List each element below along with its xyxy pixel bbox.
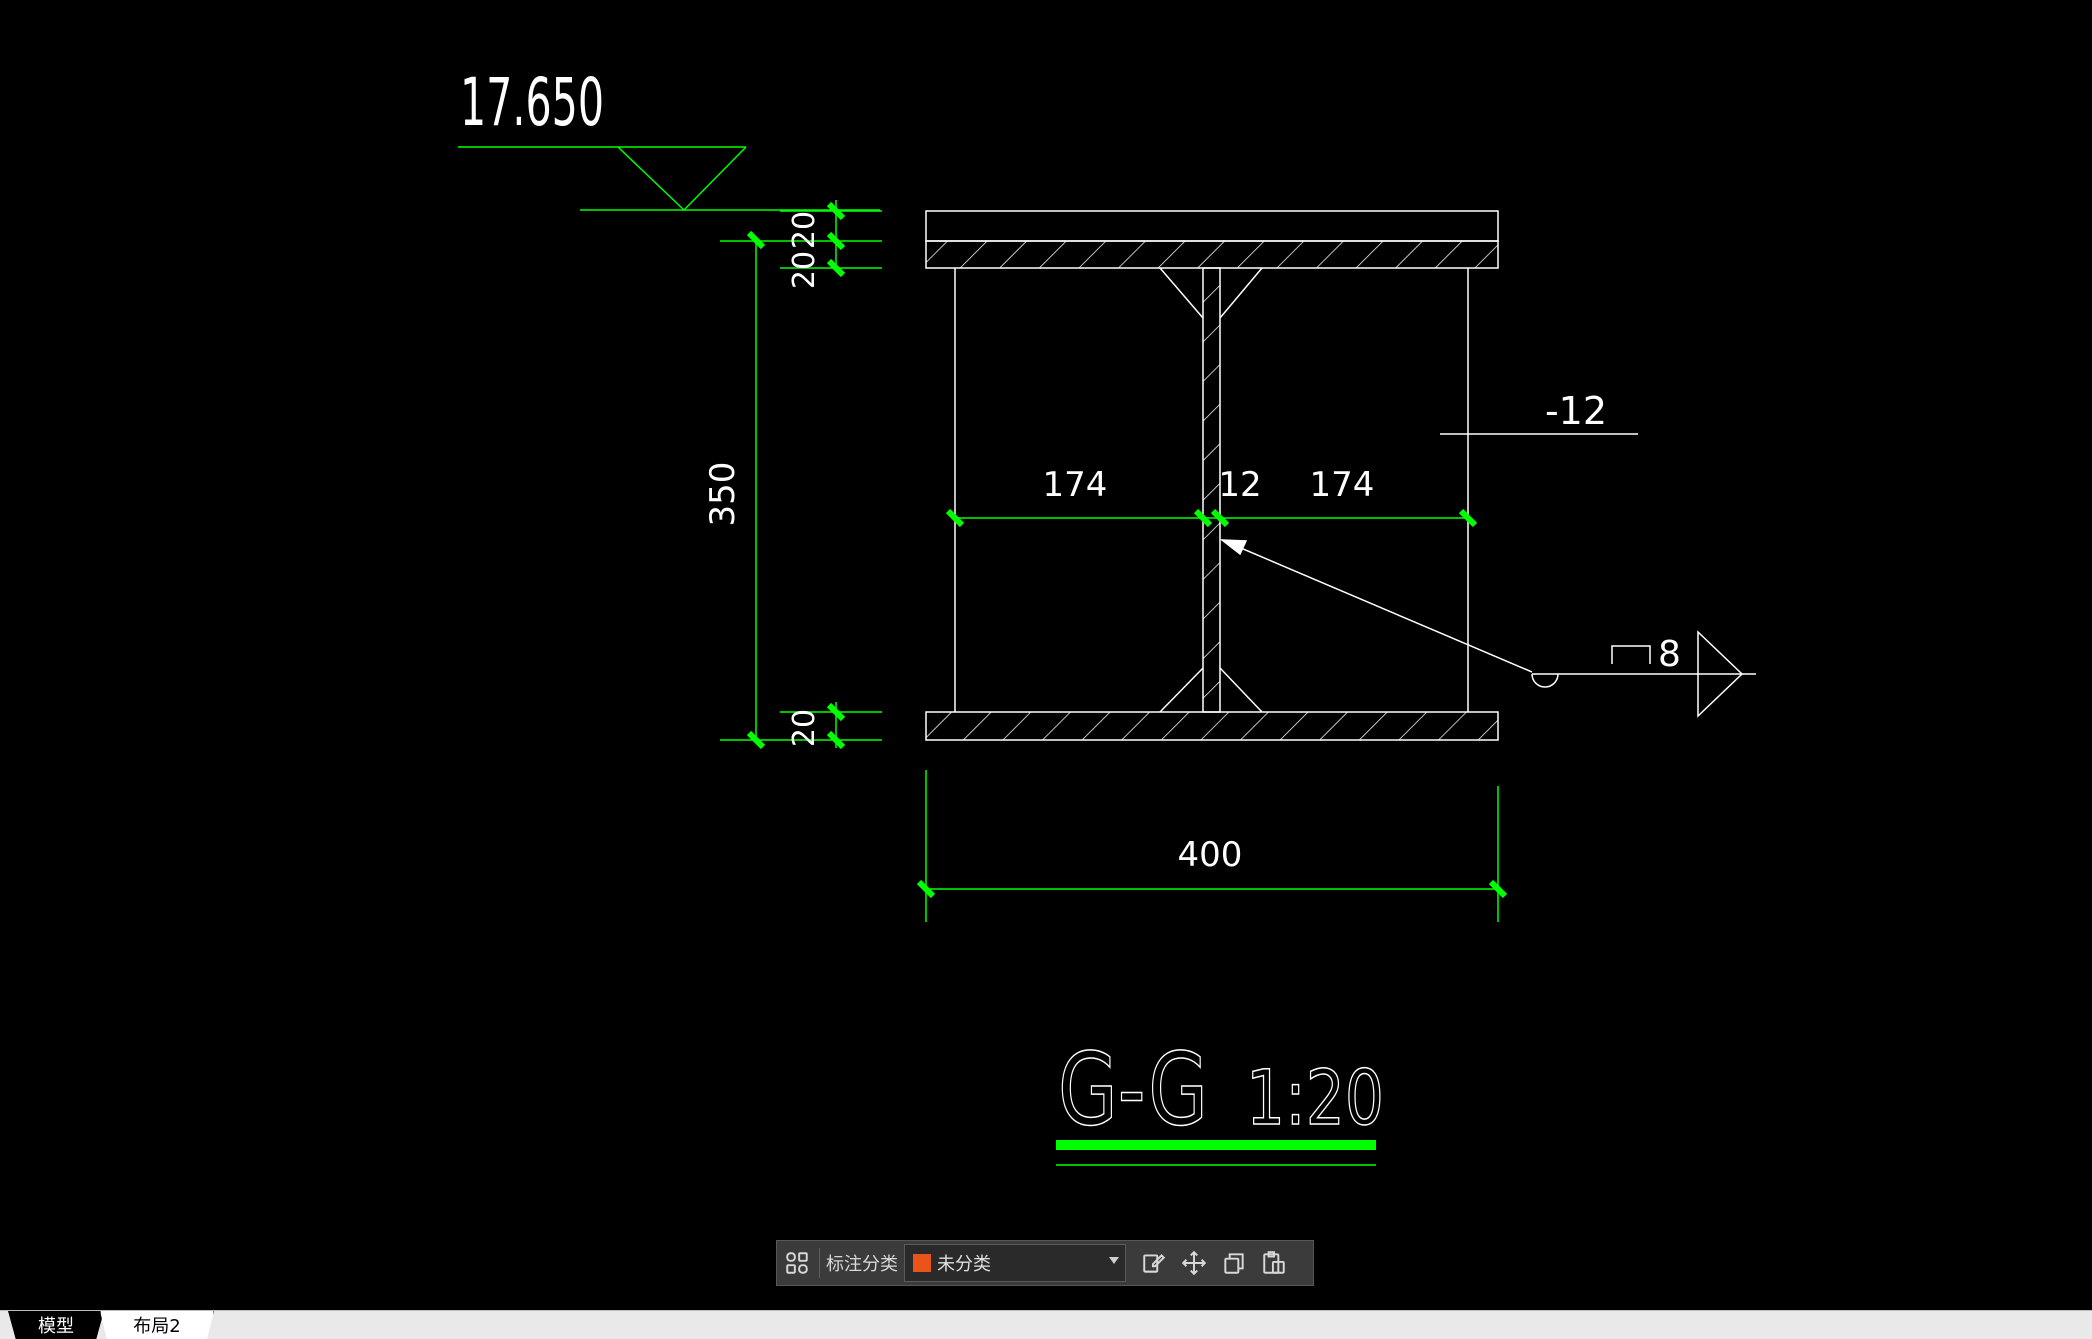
dim-left-cell: 174	[1043, 465, 1108, 505]
tab-model[interactable]: 模型	[8, 1311, 104, 1339]
dim-top-flange: 20	[787, 211, 822, 249]
dim-web: 12	[1218, 465, 1261, 505]
plate-label: -12	[1545, 389, 1607, 433]
annotation-toolbar: 标注分类 未分类	[776, 1240, 1314, 1286]
weld-size: 8	[1658, 634, 1681, 675]
section-geometry	[925, 210, 1499, 741]
weld-symbol	[1219, 539, 1756, 718]
dim-right-cell: 174	[1310, 465, 1375, 505]
edit-icon[interactable]	[1134, 1241, 1174, 1285]
tab-model-label: 模型	[38, 1316, 74, 1337]
section-title: G-G	[1058, 1031, 1208, 1148]
dim-top-flange-2: 20	[787, 251, 822, 289]
section-scale: 1:20	[1246, 1053, 1384, 1142]
dim-width: 400	[1178, 835, 1243, 875]
category-color-swatch	[913, 1254, 931, 1272]
elevation-marker: 17.650	[458, 64, 880, 212]
category-label: 标注分类	[826, 1254, 898, 1275]
grid-icon[interactable]	[777, 1241, 817, 1285]
dimensions	[720, 200, 1499, 922]
paste-icon[interactable]	[1254, 1241, 1294, 1285]
section-title-block: G-G 1:20	[1056, 1030, 1385, 1166]
chevron-down-icon	[1109, 1257, 1119, 1264]
dimension-ticks	[746, 201, 1508, 899]
elevation-value: 17.650	[460, 64, 604, 141]
layout-tab-bar: 模型 布局2	[0, 1310, 2092, 1339]
move-icon[interactable]	[1174, 1241, 1214, 1285]
drawing-canvas[interactable]: 17.650	[0, 0, 2092, 1310]
toolbar-divider	[819, 1248, 820, 1278]
tab-layout2[interactable]: 布局2	[100, 1311, 214, 1339]
category-select[interactable]: 未分类	[904, 1244, 1126, 1282]
tab-layout2-label: 布局2	[133, 1316, 181, 1337]
plate-leader: -12	[1440, 389, 1638, 435]
copy-icon[interactable]	[1214, 1241, 1254, 1285]
category-value: 未分类	[937, 1254, 991, 1275]
dim-height: 350	[703, 462, 743, 527]
dim-bottom-flange: 20	[787, 709, 822, 747]
